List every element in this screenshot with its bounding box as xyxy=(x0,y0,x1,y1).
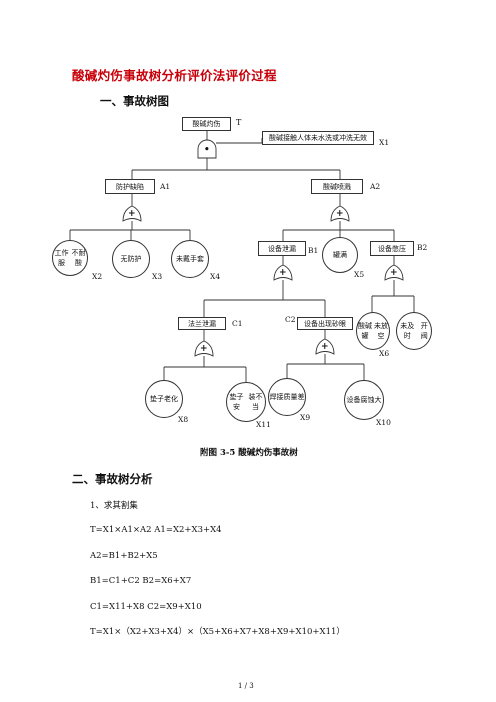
intermediate-event-c1-label: C1 xyxy=(232,319,243,328)
equation-line: A2=B1+B2+X5 xyxy=(90,551,158,561)
figure-caption: 附图 3-5 酸碱灼伤事故树 xyxy=(200,448,298,458)
x9-text-line1: 焊接 xyxy=(269,392,284,401)
basic-event-x6-circle: 酸碱罐 未放空 xyxy=(356,312,390,350)
basic-event-x7-circle: 未及时 开阀 xyxy=(396,312,432,350)
basic-event-x4-label: X4 xyxy=(210,272,221,281)
intermediate-event-b2-box: 设备憋压 xyxy=(370,241,414,256)
basic-event-x9-label: X9 xyxy=(300,413,311,422)
x4-text-line2: 手套 xyxy=(190,254,204,263)
basic-event-x4-circle: 未戴 手套 xyxy=(171,240,209,278)
basic-event-x8-label: X8 xyxy=(178,415,189,424)
x2-text-line2: 不耐酸 xyxy=(71,248,86,268)
basic-event-x5-circle: 罐满 xyxy=(322,237,358,273)
basic-event-x1-label: X1 xyxy=(379,138,390,147)
page-indicator: 1 / 3 xyxy=(238,682,254,690)
basic-event-x2-circle: 工作服 不耐酸 xyxy=(52,240,88,276)
document-title: 酸碱灼伤事故树分析评价法评价过程 xyxy=(72,68,277,83)
intermediate-event-a2-box: 酸碱喷溅 xyxy=(311,179,363,194)
intermediate-event-c2-box: 设备出现砂眼 xyxy=(297,317,353,330)
basic-event-x1-box: 酸碱接触人体未水洗或冲洗无效 xyxy=(262,131,374,145)
or-gate-symbol: + xyxy=(279,268,287,278)
x10-text-line2: 腐蚀大 xyxy=(360,395,382,404)
intermediate-event-c2-label: C2 xyxy=(285,315,296,324)
basic-event-x3-label: X3 xyxy=(152,272,163,281)
or-gate-symbol: + xyxy=(321,342,329,352)
or-gate-symbol: + xyxy=(336,209,344,219)
or-gate-symbol: + xyxy=(128,209,136,219)
intermediate-event-a1-box: 防护缺陷 xyxy=(105,179,155,194)
basic-event-x11-circle: 垫子安 装不当 xyxy=(226,382,266,422)
x4-text-line1: 未戴 xyxy=(176,254,190,263)
x3-text: 无防护 xyxy=(120,254,142,263)
basic-event-x5-label: X5 xyxy=(354,270,365,279)
step-heading-cut-sets: 1、求其割集 xyxy=(90,501,138,511)
or-gate-symbol: + xyxy=(200,344,208,354)
basic-event-x3-circle: 无防护 xyxy=(112,240,150,278)
x2-text-line1: 工作服 xyxy=(54,248,69,268)
basic-event-x2-label: X2 xyxy=(92,272,103,281)
x9-text-line2: 质量差 xyxy=(283,392,305,401)
intermediate-event-c1-box: 法兰泄漏 xyxy=(178,317,226,330)
x6-text-line1: 酸碱罐 xyxy=(358,321,372,341)
equation-line: T=X1×（X2+X3+X4）×（X5+X6+X7+X8+X9+X10+X11） xyxy=(90,627,345,637)
basic-event-x6-label: X6 xyxy=(379,349,390,358)
top-event-symbol: T xyxy=(236,118,242,127)
basic-event-x11-label: X11 xyxy=(256,420,271,429)
or-gate-symbol: + xyxy=(390,268,398,278)
section-heading-fault-tree: 一、事故树图 xyxy=(100,94,169,108)
basic-event-x10-label: X10 xyxy=(376,418,391,427)
x5-text: 罐满 xyxy=(333,250,347,259)
x8-text-line2: 老化 xyxy=(164,394,178,403)
intermediate-event-b2-label: B2 xyxy=(417,243,428,252)
basic-event-x8-circle: 垫子 老化 xyxy=(145,380,183,418)
intermediate-event-a2-label: A2 xyxy=(370,182,381,191)
equation-line: C1=X11+X8 C2=X9+X10 xyxy=(90,602,202,612)
basic-event-x9-circle: 焊接 质量差 xyxy=(268,378,306,416)
x10-text-line1: 设备 xyxy=(346,395,361,404)
intermediate-event-a1-label: A1 xyxy=(160,182,171,191)
x7-text-line1: 未及时 xyxy=(400,321,415,341)
x8-text-line1: 垫子 xyxy=(150,394,164,403)
section-heading-analysis: 二、事故树分析 xyxy=(72,472,153,486)
x6-text-line2: 未放空 xyxy=(374,321,388,341)
x7-text-line2: 开阀 xyxy=(420,321,428,341)
and-gate-symbol: • xyxy=(204,145,210,155)
equation-line: T=X1×A1×A2 A1=X2+X3+X4 xyxy=(90,525,222,535)
top-event-box: 酸碱灼伤 xyxy=(182,117,231,131)
x11-text-line1: 垫子安 xyxy=(229,392,244,412)
intermediate-event-b1-label: B1 xyxy=(308,246,319,255)
basic-event-x10-circle: 设备 腐蚀大 xyxy=(344,380,384,420)
intermediate-event-b1-box: 设备泄漏 xyxy=(258,241,306,256)
equation-line: B1=C1+C2 B2=X6+X7 xyxy=(90,576,192,586)
x11-text-line2: 装不当 xyxy=(248,392,263,412)
